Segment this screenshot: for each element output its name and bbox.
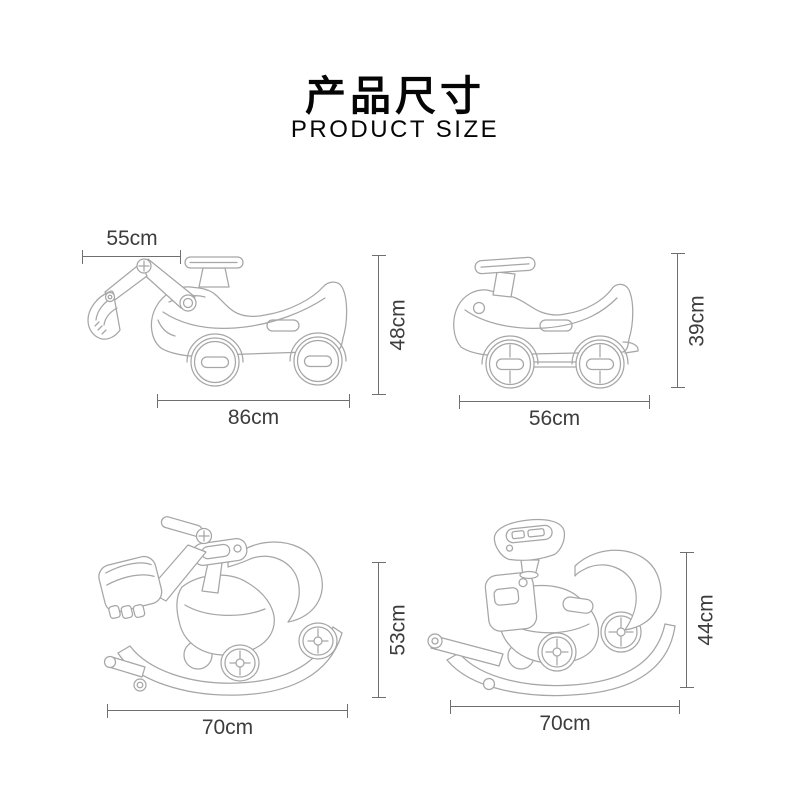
dimension-line-length-2: [459, 395, 650, 409]
dimension-line-arm-width: [82, 250, 181, 264]
dimension-line-height-3: [372, 562, 386, 698]
dimension-label-height-2: 39cm: [686, 294, 710, 347]
excavator-rocking-base-drawing: [90, 505, 360, 710]
page-subtitle: PRODUCT SIZE: [290, 116, 500, 143]
dimension-line-length-4: [450, 700, 680, 714]
dimension-label-length-3: 70cm: [201, 716, 254, 739]
dimension-line-height-2: [671, 253, 685, 388]
dimension-label-height-4: 44cm: [695, 594, 719, 646]
dimension-line-height-1: [372, 255, 386, 395]
dimension-line-height-4: [680, 552, 694, 688]
dimension-label-height-1: 48cm: [387, 299, 411, 351]
dimension-label-length-4: 70cm: [539, 712, 591, 735]
dimension-line-length-1: [157, 394, 350, 408]
page-title: 产品尺寸: [305, 73, 485, 119]
dimension-line-length-3: [107, 704, 348, 718]
dimension-label-height-3: 53cm: [387, 604, 411, 656]
dimension-label-length-2: 56cm: [528, 407, 581, 430]
dimension-label-arm-width: 55cm: [106, 227, 158, 250]
ride-on-side-view-drawing: [445, 250, 665, 405]
ride-on-rocking-base-drawing: [425, 518, 695, 710]
dimension-label-length-1: 86cm: [227, 406, 280, 429]
excavator-side-view-drawing: [85, 250, 370, 405]
